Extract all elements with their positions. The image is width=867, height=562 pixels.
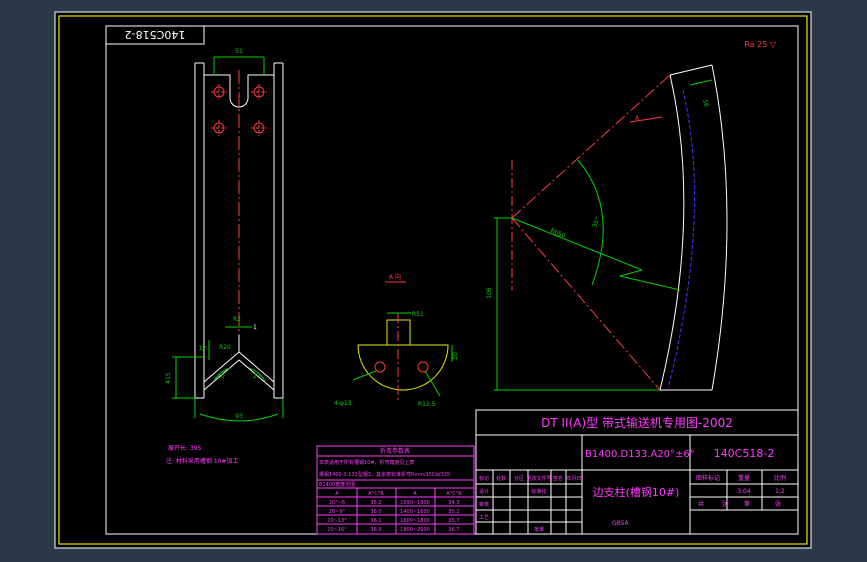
- series-title: DT II(A)型 带式输送机专用图-2002: [541, 415, 733, 430]
- dim-r20: R20: [219, 344, 231, 351]
- dim-12: 12: [198, 345, 206, 352]
- bend-header: A: [335, 491, 339, 497]
- arc-side-view: R650 35° 106 56 A: [486, 64, 728, 391]
- bend-cell: 20~9°: [329, 509, 346, 515]
- drawing-number-box: [105, 25, 205, 45]
- section-view-a: A 向 R51 20 4-φ13 R12.5: [334, 273, 459, 408]
- surface-finish-mark: Ra 25 ▽: [744, 40, 777, 49]
- sheet-background: [54, 11, 812, 549]
- dim-bottom-width: 93: [235, 413, 243, 420]
- weight-value: 3.04: [737, 488, 751, 495]
- bend-cell: 1400~1600: [400, 509, 430, 515]
- rev-header: 处数: [496, 475, 506, 482]
- approve-label: 批准: [534, 526, 544, 533]
- weight-label: 重量: [738, 474, 750, 482]
- column-front-view: 51 1 R2 12 R20 20 20 415: [165, 48, 284, 422]
- title-block: DT II(A)型 带式输送机专用图-2002 B1400.D133.A20°±…: [475, 409, 799, 535]
- sheet-index-unit: 张: [775, 500, 781, 508]
- dim-56: 56: [701, 99, 710, 108]
- drawing-number-rotated: 140C518-2: [125, 28, 186, 41]
- view-arrow-label: A: [635, 115, 640, 122]
- sheet-index-label: 第: [744, 500, 750, 508]
- company-code: GB5A: [612, 520, 630, 527]
- check-label: 审核: [479, 501, 489, 508]
- dim-left-height: 415: [165, 372, 172, 384]
- stage-label: 图样标记: [696, 474, 720, 482]
- bend-header: A°C°R: [446, 491, 462, 497]
- scale-label: 比例: [774, 474, 786, 482]
- dim-r2: R2: [233, 316, 241, 323]
- hole-count-label: 4-φ13: [334, 400, 352, 407]
- rev-header: 签名: [553, 475, 563, 482]
- bend-cell: 36.3: [370, 527, 381, 533]
- bend-cell: 1800~2000: [400, 527, 430, 533]
- rev-header: 更改文件号: [526, 475, 551, 482]
- bend-cell: 36.1: [370, 518, 381, 524]
- arc-angle: 35°: [591, 216, 601, 228]
- dim-1: 1: [253, 324, 257, 331]
- dim-vertical-106: 106: [486, 287, 493, 299]
- bend-cell: 35.2: [370, 500, 381, 506]
- bend-cell: 1600~1800: [400, 518, 430, 524]
- drawing-number: 140C518-2: [714, 447, 775, 460]
- angle-right: 20: [253, 373, 261, 380]
- rev-header: 分区: [514, 475, 524, 482]
- bend-table-note-3: B1400宽度范围: [319, 481, 355, 488]
- standard-label: 标准化: [531, 488, 546, 495]
- rev-header: 年月日: [566, 475, 581, 482]
- bend-cell: 35.2: [448, 509, 459, 515]
- bend-table-title: 折弯参数表: [380, 447, 410, 455]
- bend-cell: 34.3: [448, 500, 459, 506]
- scale-value: 1:2: [775, 488, 785, 495]
- bend-cell: 36.7: [448, 527, 459, 533]
- bend-cell: 36.0: [370, 509, 381, 515]
- craft-label: 工艺: [479, 515, 489, 521]
- bend-header: A°C°R: [368, 491, 384, 497]
- note-line-2: 注: 材料采用槽钢 10#加工: [166, 457, 239, 465]
- angle-left: 20: [217, 373, 225, 380]
- bend-header: A: [413, 491, 417, 497]
- bend-cell: 20°~6: [329, 500, 345, 506]
- section-title: A 向: [389, 273, 401, 281]
- section-height: 20: [452, 352, 459, 360]
- bend-cell: 1690~1800: [400, 500, 430, 506]
- dim-top-width: 51: [235, 48, 243, 55]
- sheet-total-unit: 张: [722, 500, 728, 508]
- rev-header: 标记: [479, 475, 489, 482]
- spec-label: B1400.D133.A20°±6°: [585, 449, 695, 460]
- chamfer-label: R12.5: [418, 401, 436, 408]
- section-width: R51: [412, 311, 424, 318]
- sheet-total-label: 共: [698, 500, 704, 508]
- note-line-1: 展开长: 395: [168, 444, 202, 452]
- bend-table-note-1: 本表适用于所有槽钢10#，折弯角度见上表: [319, 459, 415, 466]
- bend-cell: 20~13°: [327, 518, 347, 524]
- bend-cell: 20~16°: [327, 527, 347, 533]
- part-name: 边支柱(槽钢10#): [593, 485, 680, 499]
- sheet-outer-border: [58, 15, 808, 545]
- bend-cell: 35.7: [448, 518, 459, 524]
- bend-parameter-table: 折弯参数表 本表适用于所有槽钢10#，折弯角度见上表 槽钢1400-3.133型…: [316, 445, 475, 535]
- bend-table-note-2: 槽钢1400-3.133型钢3，其余按标准折弯Rmin/15Da/335: [319, 471, 450, 478]
- design-label: 设计: [479, 488, 489, 495]
